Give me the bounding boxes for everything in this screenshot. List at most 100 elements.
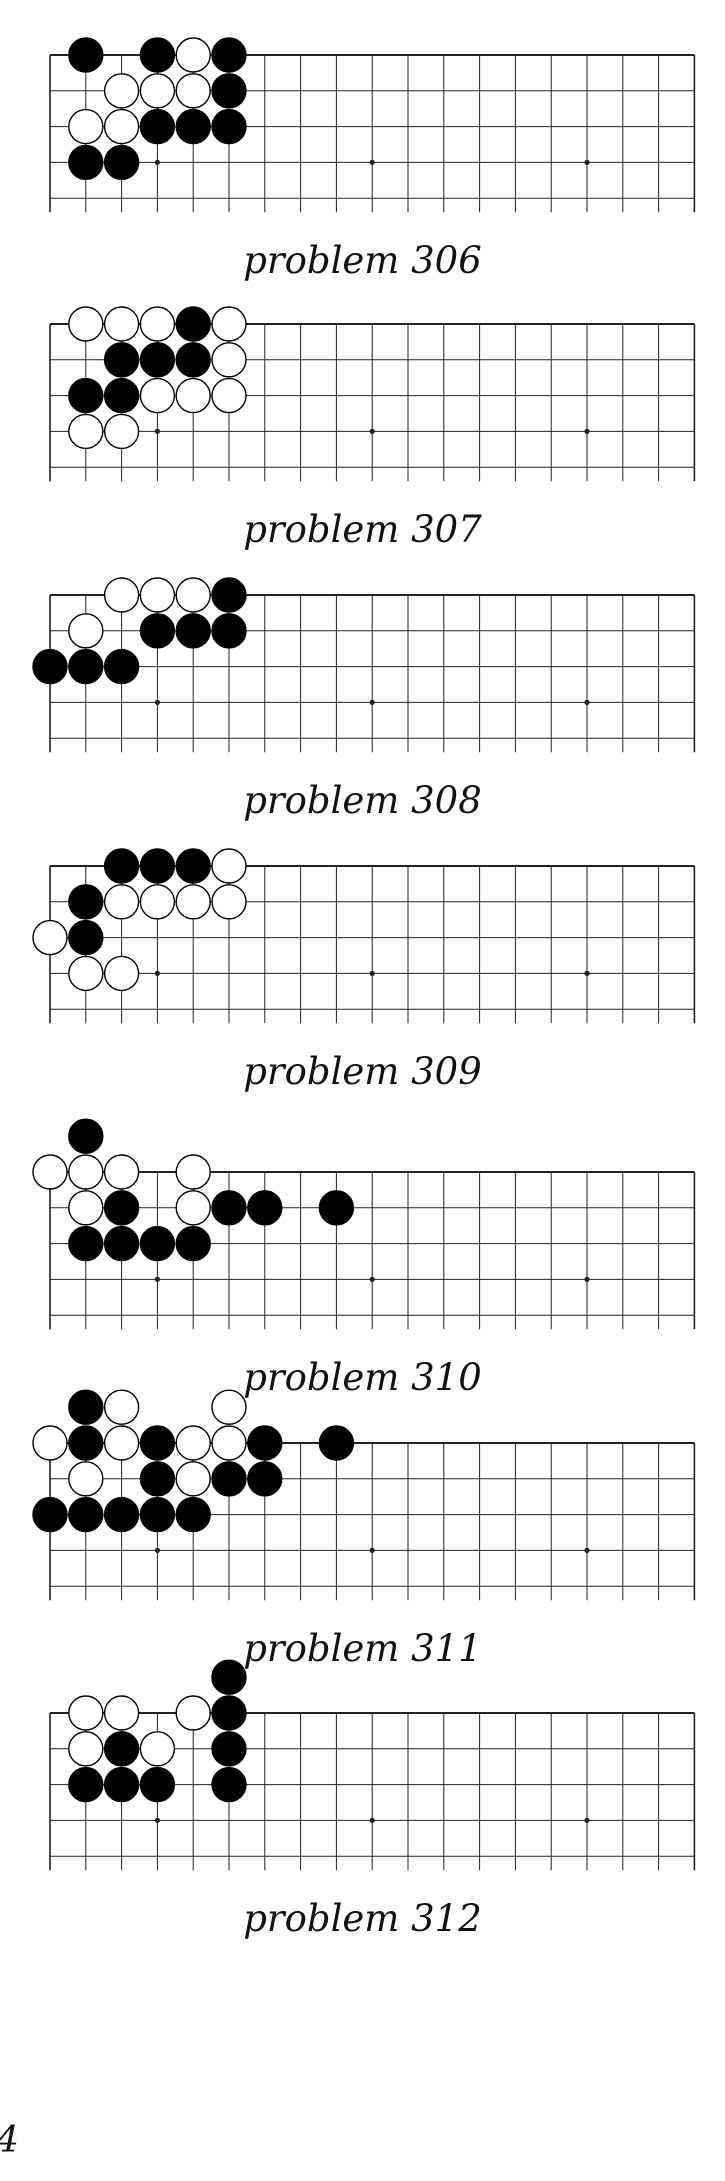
white-stone bbox=[139, 1731, 176, 1767]
black-stone bbox=[211, 73, 247, 109]
star-point bbox=[154, 1276, 160, 1282]
problem-caption: problem 311 bbox=[243, 1627, 482, 1670]
problem-caption: problem 309 bbox=[243, 1050, 482, 1093]
black-stone bbox=[103, 1190, 140, 1226]
black-stone bbox=[103, 1731, 140, 1767]
white-stone bbox=[68, 1154, 104, 1190]
white-stone bbox=[211, 306, 247, 342]
black-stone bbox=[139, 1225, 176, 1262]
black-stone bbox=[32, 1496, 68, 1533]
white-stone bbox=[175, 884, 211, 920]
white-stone bbox=[103, 577, 140, 613]
star-point bbox=[369, 1817, 375, 1823]
page-number: 4 bbox=[0, 2120, 19, 2161]
black-stone bbox=[103, 1225, 140, 1262]
black-stone bbox=[68, 648, 104, 685]
white-stone bbox=[211, 1425, 247, 1461]
black-stone bbox=[103, 848, 140, 884]
white-stone bbox=[211, 848, 247, 884]
star-point bbox=[369, 428, 375, 434]
white-stone bbox=[103, 108, 140, 145]
star-point bbox=[154, 1817, 160, 1823]
black-stone bbox=[68, 1496, 104, 1533]
black-stone bbox=[68, 1766, 104, 1803]
black-stone bbox=[175, 848, 211, 884]
black-stone bbox=[32, 648, 68, 685]
white-stone bbox=[103, 955, 140, 992]
white-stone bbox=[139, 577, 176, 613]
black-stone bbox=[211, 1461, 247, 1497]
white-stone bbox=[139, 884, 176, 920]
black-stone bbox=[211, 1695, 247, 1731]
black-stone bbox=[211, 1766, 247, 1803]
black-stone bbox=[139, 1461, 176, 1497]
black-stone bbox=[68, 919, 104, 956]
star-point bbox=[369, 699, 375, 706]
white-stone bbox=[175, 1154, 211, 1190]
black-stone bbox=[211, 613, 247, 649]
black-stone bbox=[103, 1766, 140, 1803]
black-stone bbox=[68, 884, 104, 920]
black-stone bbox=[68, 1389, 104, 1425]
white-stone bbox=[68, 1695, 104, 1731]
star-point bbox=[369, 159, 375, 165]
white-stone bbox=[139, 73, 176, 109]
white-stone bbox=[211, 884, 247, 920]
black-stone bbox=[68, 1225, 104, 1262]
black-stone bbox=[211, 577, 247, 613]
star-point bbox=[369, 1276, 375, 1282]
star-point bbox=[369, 970, 375, 977]
black-stone bbox=[175, 108, 211, 145]
star-point bbox=[154, 970, 160, 977]
black-stone bbox=[211, 1659, 247, 1695]
star-point bbox=[584, 1817, 590, 1823]
white-stone bbox=[175, 1425, 211, 1461]
star-point bbox=[154, 428, 160, 434]
black-stone bbox=[103, 648, 140, 685]
black-stone bbox=[211, 1190, 247, 1226]
black-stone bbox=[103, 1496, 140, 1533]
black-stone bbox=[139, 108, 176, 145]
white-stone bbox=[139, 377, 176, 414]
white-stone bbox=[68, 306, 104, 342]
black-stone bbox=[211, 1731, 247, 1767]
problem-caption: problem 306 bbox=[243, 239, 482, 282]
white-stone bbox=[175, 73, 211, 109]
black-stone bbox=[139, 342, 176, 378]
problem-caption: problem 312 bbox=[243, 1897, 482, 1940]
black-stone bbox=[139, 37, 176, 73]
white-stone bbox=[175, 577, 211, 613]
white-stone bbox=[32, 919, 68, 956]
black-stone bbox=[175, 1225, 211, 1262]
white-stone bbox=[103, 1425, 140, 1461]
star-point bbox=[584, 159, 590, 165]
black-stone bbox=[68, 1118, 104, 1154]
white-stone bbox=[103, 1695, 140, 1731]
white-stone bbox=[68, 1461, 104, 1497]
black-stone bbox=[247, 1190, 283, 1226]
black-stone bbox=[175, 306, 211, 342]
black-stone bbox=[175, 342, 211, 378]
white-stone bbox=[68, 108, 104, 145]
white-stone bbox=[211, 342, 247, 378]
black-stone bbox=[211, 108, 247, 145]
black-stone bbox=[211, 37, 247, 73]
white-stone bbox=[175, 1695, 211, 1731]
black-stone bbox=[175, 613, 211, 649]
star-point bbox=[154, 159, 160, 165]
problem-caption: problem 307 bbox=[243, 508, 482, 551]
black-stone bbox=[247, 1425, 283, 1461]
star-point bbox=[584, 1276, 590, 1282]
white-stone bbox=[211, 1389, 247, 1425]
white-stone bbox=[211, 377, 247, 414]
black-stone bbox=[318, 1190, 355, 1226]
